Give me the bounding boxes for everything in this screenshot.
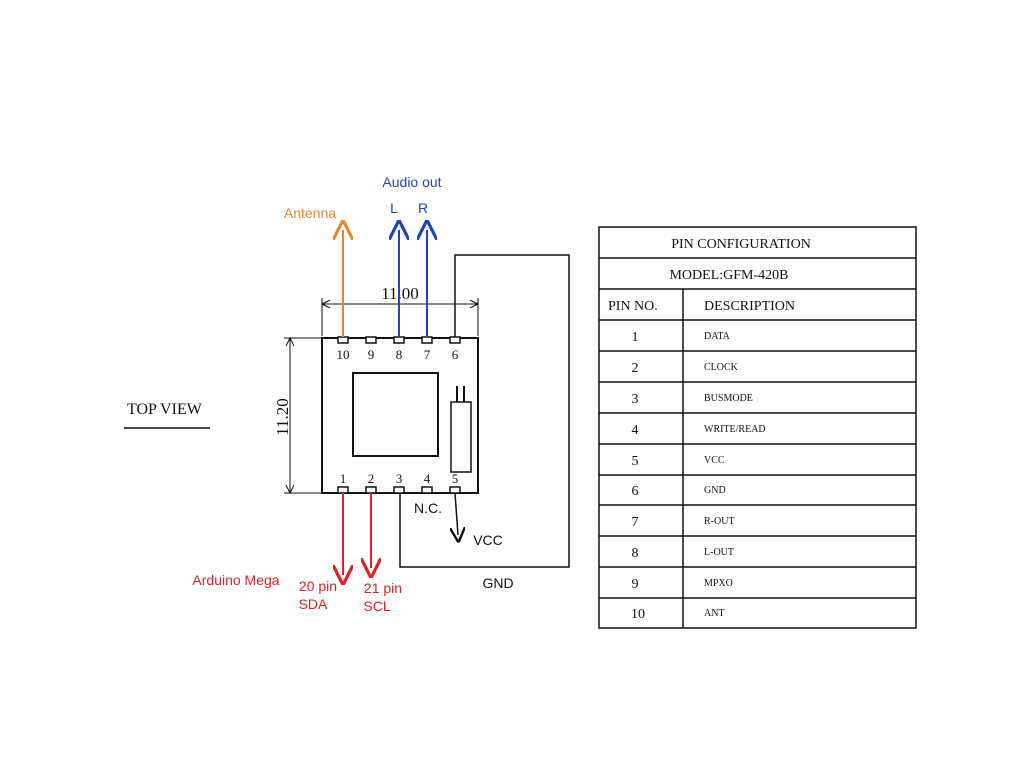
table-row-desc: BUSMODE: [704, 393, 753, 404]
pin-label-4: 4: [424, 471, 431, 486]
vcc-label: VCC: [473, 532, 503, 548]
table-row-desc: DATA: [704, 331, 731, 342]
table-border: [598, 226, 917, 629]
pin-label-7: 7: [424, 347, 431, 362]
table-row-pin: 6: [632, 484, 639, 499]
table-row-desc: ANT: [704, 608, 725, 619]
table-row-desc: L-OUT: [704, 547, 734, 558]
table-row-pin: 5: [632, 454, 639, 469]
top-view-label: TOP VIEW: [127, 401, 203, 418]
pad-8: [393, 336, 405, 344]
sda-pin-label: 20 pin: [299, 578, 337, 594]
crystal-component: [450, 401, 472, 473]
pin-configuration-table: PIN CONFIGURATION MODEL:GFM-420B PIN NO.…: [598, 226, 917, 629]
table-row-pin: 4: [632, 423, 639, 438]
pin-label-8: 8: [396, 347, 403, 362]
scl-pin-label: 21 pin: [364, 580, 402, 596]
arduino-label: Arduino Mega: [192, 572, 279, 588]
pad-7: [421, 336, 433, 344]
pin-label-3: 3: [396, 471, 403, 486]
scl-label: SCL: [363, 598, 390, 614]
table-row-pin: 10: [631, 607, 645, 622]
table-row-pin: 2: [632, 361, 639, 376]
table-row-desc: MPXO: [704, 578, 733, 589]
sda-label: SDA: [299, 596, 328, 612]
table-row-desc: R-OUT: [704, 516, 735, 527]
pad-9: [365, 336, 377, 344]
table-row-pin: 1: [632, 330, 639, 345]
height-dim-label: 11.20: [273, 398, 292, 436]
table-row-desc: WRITE/READ: [704, 424, 766, 435]
pad-1: [337, 486, 349, 494]
table-row-desc: GND: [704, 485, 726, 496]
audio-l-label: L: [390, 200, 398, 216]
nc-label: N.C.: [414, 500, 442, 516]
table-row-desc: CLOCK: [704, 362, 739, 373]
audio-r-label: R: [418, 200, 428, 216]
pin-label-1: 1: [340, 471, 347, 486]
chip-square: [352, 372, 439, 457]
table-row-pin: 9: [632, 577, 639, 592]
antenna-label: Antenna: [284, 205, 336, 221]
pin-label-9: 9: [368, 347, 375, 362]
table-row-pin: 8: [632, 546, 639, 561]
table-row-desc: VCC: [704, 455, 725, 466]
table-title: PIN CONFIGURATION: [671, 237, 811, 252]
table-row-pin: 3: [632, 392, 639, 407]
table-header-pin: PIN NO.: [608, 299, 658, 314]
gnd-label: GND: [482, 575, 513, 591]
pin-label-5: 5: [452, 471, 459, 486]
pad-6: [449, 336, 461, 344]
pad-3: [393, 486, 405, 494]
audio-out-label: Audio out: [382, 174, 441, 190]
pad-5: [449, 486, 461, 494]
table-header-desc: DESCRIPTION: [704, 299, 795, 314]
pad-10: [337, 336, 349, 344]
pin-label-10: 10: [337, 347, 350, 362]
pad-2: [365, 486, 377, 494]
pin-label-6: 6: [452, 347, 459, 362]
table-row-pin: 7: [632, 515, 639, 530]
vcc-arrow: [455, 492, 458, 535]
pin-label-2: 2: [368, 471, 375, 486]
table-model: MODEL:GFM-420B: [669, 268, 788, 283]
pad-4: [421, 486, 433, 494]
gnd-wire: [399, 254, 570, 568]
